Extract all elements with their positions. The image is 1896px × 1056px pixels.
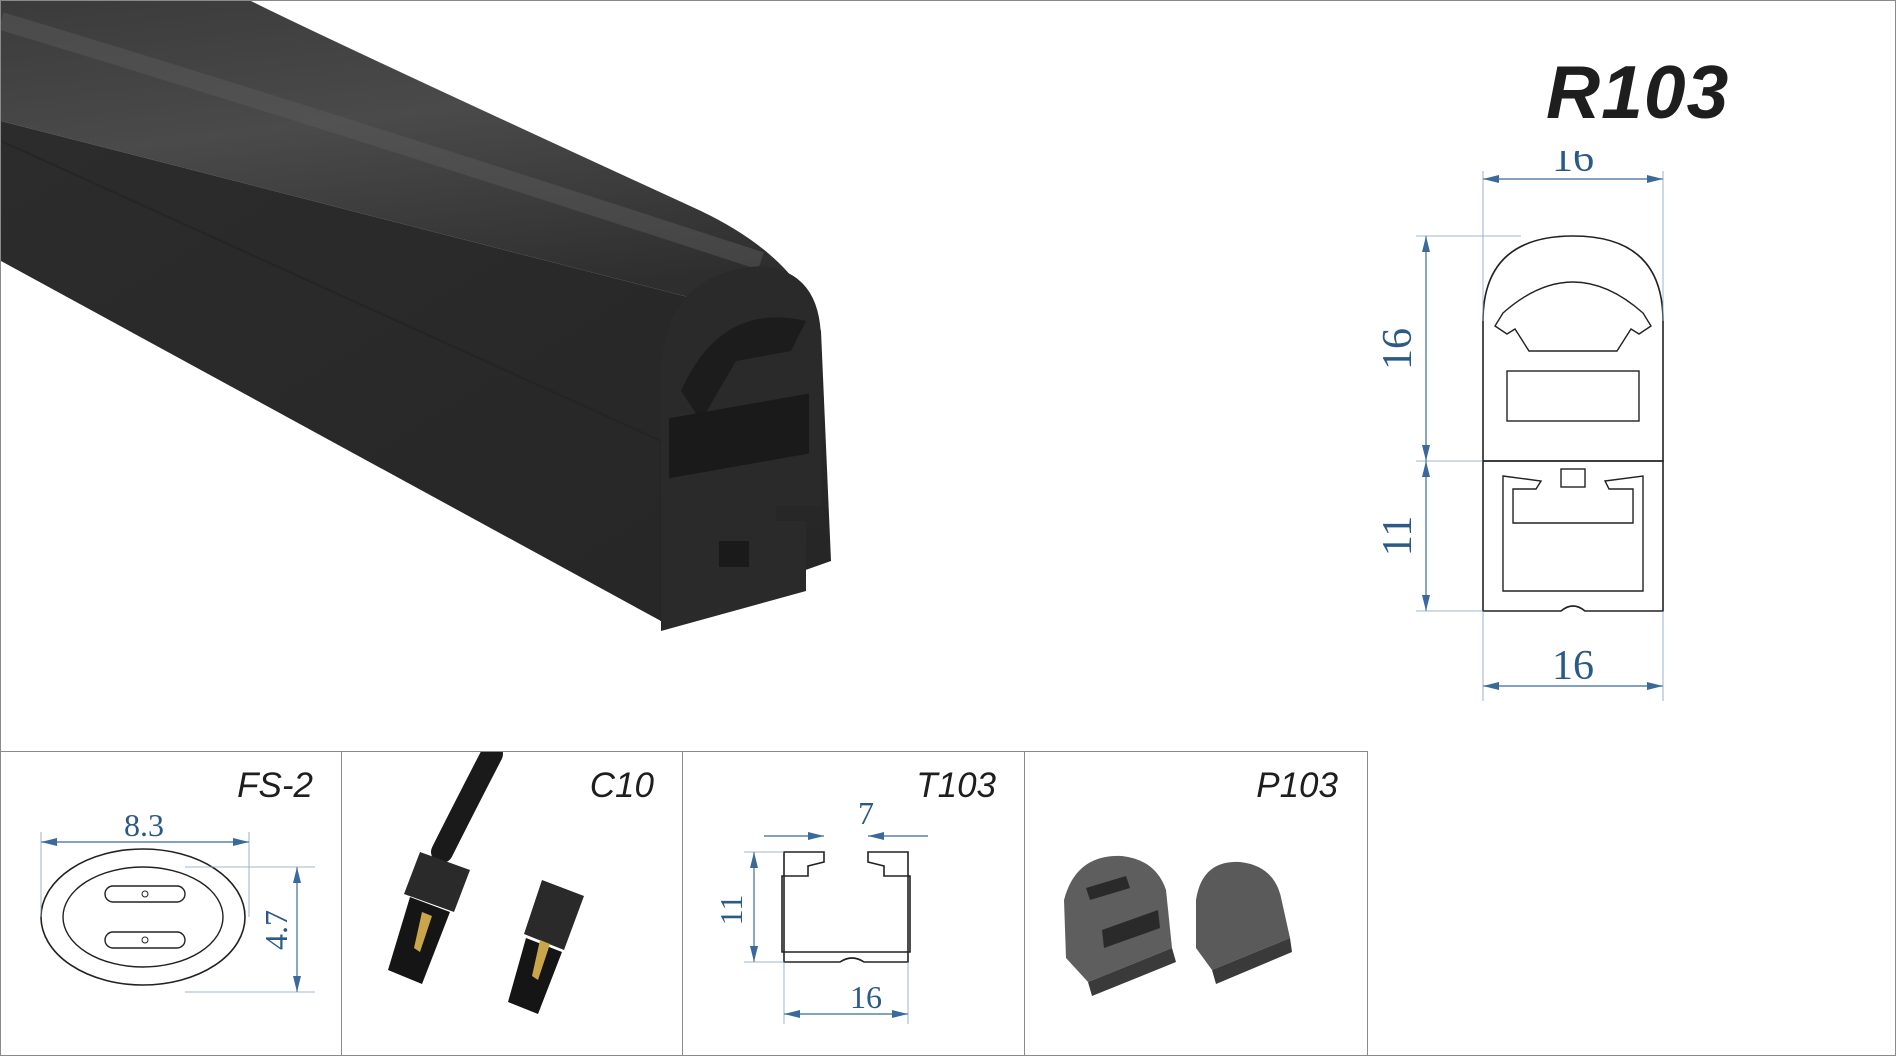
accessories-strip: FS-2 8.3 4.7 xyxy=(1,751,1368,1056)
accessory-label: C10 xyxy=(589,766,654,805)
cross-section-drawing: 16 16 11 16 xyxy=(1381,151,1721,721)
accessory-p103: P103 xyxy=(1026,752,1366,1056)
accessory-t103: T103 7 11 16 xyxy=(684,752,1025,1056)
accessory-fs2: FS-2 8.3 4.7 xyxy=(1,752,342,1056)
t103-width: 16 xyxy=(850,979,882,1015)
accessory-label: FS-2 xyxy=(237,766,313,805)
dim-top-width: 16 xyxy=(1552,151,1594,181)
fs2-drawing: 8.3 4.7 xyxy=(40,807,315,993)
dim-lower-height: 11 xyxy=(1381,516,1421,556)
profile-3d-render xyxy=(1,1,1001,651)
t103-height: 11 xyxy=(713,895,749,926)
accessory-c10: C10 xyxy=(342,752,683,1056)
accessory-label: T103 xyxy=(916,766,996,805)
fs2-height: 4.7 xyxy=(258,910,294,950)
dim-upper-height: 16 xyxy=(1381,328,1421,370)
c10-drawing xyxy=(388,752,584,1014)
t103-gap: 7 xyxy=(858,795,874,831)
model-title: R103 xyxy=(1546,50,1730,134)
accessory-label: P103 xyxy=(1256,766,1338,805)
dim-bottom-width: 16 xyxy=(1552,643,1594,689)
fs2-width: 8.3 xyxy=(124,807,164,843)
t103-drawing: 7 11 16 xyxy=(713,795,928,1024)
p103-drawing xyxy=(1064,855,1292,996)
